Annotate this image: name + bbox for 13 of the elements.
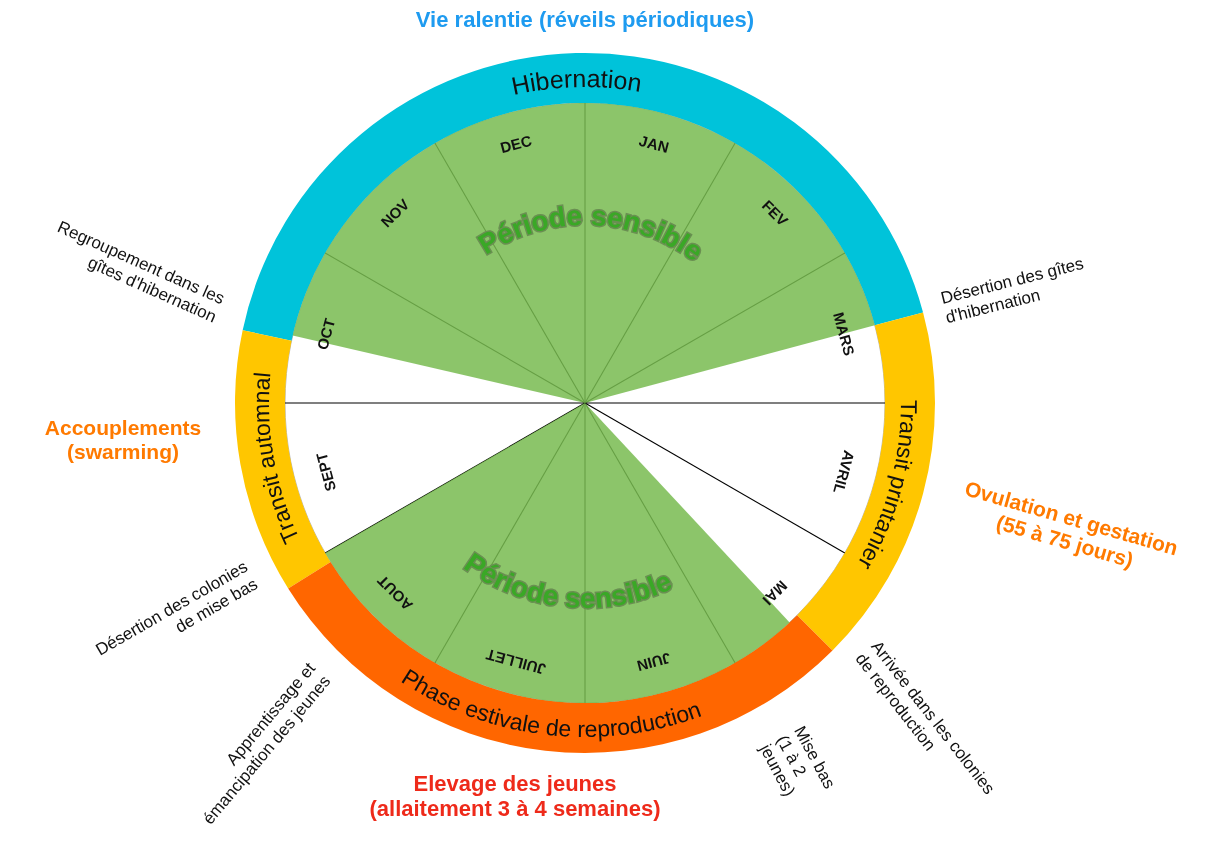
month-label: AVRIL xyxy=(829,448,858,496)
month-label: OCT xyxy=(313,316,339,352)
phase-label: Accouplements (swarming) xyxy=(43,415,203,465)
month-label: FEV xyxy=(758,197,791,230)
phase-label: Elevage des jeunes (allaitement 3 à 4 semaines) xyxy=(368,770,662,822)
month-label: SEPT xyxy=(312,451,340,494)
month-label: DEC xyxy=(498,131,534,157)
segment-label: Hibernation xyxy=(508,63,644,100)
month-label: JUIN xyxy=(635,649,674,675)
month-label: JAN xyxy=(637,131,672,157)
month-label: JUILLET xyxy=(484,645,548,679)
month-label: MARS xyxy=(829,310,858,358)
phase-label: Vie ralentie (réveils périodiques) xyxy=(414,7,756,33)
